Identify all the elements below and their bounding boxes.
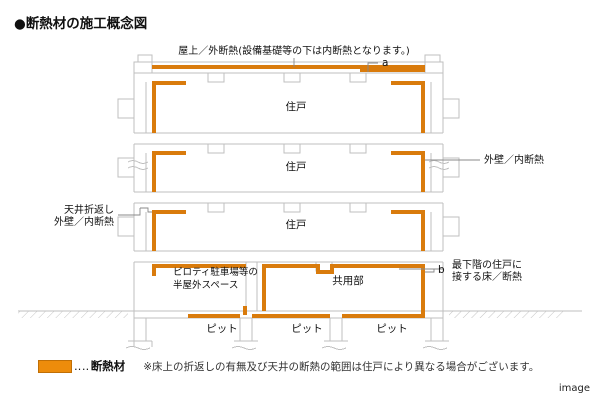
image-credit: image xyxy=(558,383,590,394)
structure-outline xyxy=(18,54,582,350)
ceiling-return-l2 xyxy=(152,151,186,155)
legend-label-insulation: 断熱材 xyxy=(90,359,126,373)
label-marker-b: b xyxy=(438,264,445,276)
ground-hatching xyxy=(18,311,564,318)
wall-insulation-l2 xyxy=(152,151,156,192)
pit-slab-insulation-2 xyxy=(252,314,330,318)
wall-insulation-r3 xyxy=(421,210,425,251)
leader-ceiling-return xyxy=(140,207,152,213)
room-label-pit-1: ピット xyxy=(206,323,238,335)
ceiling-return-r3 xyxy=(391,210,425,214)
wall-insulation-l1 xyxy=(152,81,156,133)
wall-insulation-r1 xyxy=(421,81,425,133)
room-label-dwelling-2: 住戸 xyxy=(286,160,307,173)
label-outer-wall-right: 外壁／内断熱 xyxy=(484,153,544,166)
ceiling-return-r1 xyxy=(391,81,425,85)
common-wall-insulation-right xyxy=(421,264,425,311)
room-label-piloti-line2: 半屋外スペース xyxy=(173,279,238,291)
roof-insulation xyxy=(152,65,425,69)
leader-b xyxy=(425,268,444,273)
label-ceiling-return-line2: 外壁／内断熱 xyxy=(54,215,114,228)
legend-footnote: ※床上の折返しの有無及び天井の断熱の範囲は住戸により異なる場合がございます。 xyxy=(143,360,540,373)
leader-a xyxy=(367,62,378,72)
pit-slab-insulation-1 xyxy=(188,314,240,318)
legend-dots: ‥‥ xyxy=(74,359,90,373)
room-label-pit-3: ピット xyxy=(376,323,408,335)
ceiling-return-r2 xyxy=(391,151,425,155)
label-marker-a: a xyxy=(382,57,388,69)
pit-slab-insulation-3 xyxy=(342,314,425,318)
room-label-dwelling-3: 住戸 xyxy=(286,218,307,231)
label-roof-insulation: 屋上／外断熱(設備基礎等の下は内断熱となります。) xyxy=(178,44,410,57)
room-label-dwelling-1: 住戸 xyxy=(286,100,307,113)
insulation-layers xyxy=(152,65,425,318)
page-title: ●断熱材の施工概念図 xyxy=(14,16,148,32)
lowest-floor-insulation-common xyxy=(262,264,318,268)
ceiling-return-l1 xyxy=(152,81,186,85)
legend-swatch-insulation xyxy=(38,359,72,373)
label-lowest-floor-line2: 接する床／断熱 xyxy=(452,270,522,283)
leader-ceiling-return-2 xyxy=(118,208,141,216)
room-label-common-area: 共用部 xyxy=(332,274,364,287)
legend: ‥‥ 断熱材 ※床上の折返しの有無及び天井の断熱の範囲は住戸により異なる場合がご… xyxy=(38,358,539,374)
leader-lines xyxy=(118,58,480,273)
lowest-floor-insulation-piloti xyxy=(152,264,246,268)
label-ceiling-return-line1: 天井折返し xyxy=(64,203,114,216)
common-wall-insulation-left xyxy=(262,264,266,311)
wall-insulation-l3 xyxy=(152,210,156,251)
room-label-piloti-line1: ピロティ駐車場等の xyxy=(173,266,258,278)
ceiling-return-l3 xyxy=(152,210,186,214)
room-label-pit-2: ピット xyxy=(291,323,323,335)
wall-insulation-r2 xyxy=(421,151,425,192)
label-lowest-floor-line1: 最下階の住戸に xyxy=(452,258,522,271)
lowest-floor-insulation-common-2 xyxy=(330,264,425,268)
